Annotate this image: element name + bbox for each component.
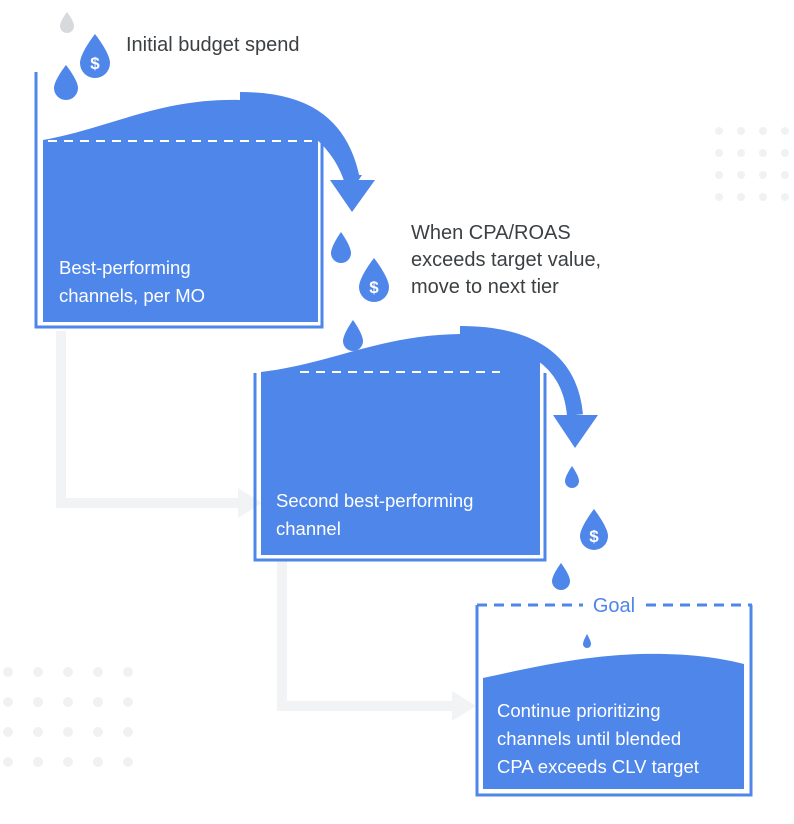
curved-arrow-icon bbox=[459, 326, 598, 448]
water-drop-icon bbox=[331, 232, 351, 263]
dollar-sign: $ bbox=[90, 54, 100, 73]
dot-grid-right bbox=[715, 127, 789, 201]
tier2-bucket bbox=[253, 334, 547, 562]
goal-label: Goal bbox=[593, 595, 635, 617]
tier3-bucket bbox=[475, 603, 753, 797]
tier2-water bbox=[261, 334, 540, 555]
tier3-label-line2: channels until blended bbox=[497, 728, 681, 749]
tier1-label-line1: Best-performing bbox=[59, 257, 191, 278]
condition-label-line1: When CPA/ROAS bbox=[411, 222, 571, 244]
connector-arrowhead-2 bbox=[452, 691, 476, 721]
water-drop-icon bbox=[552, 563, 570, 590]
water-drop-icon bbox=[60, 12, 74, 33]
tier3-water bbox=[483, 653, 744, 789]
tier1-water bbox=[43, 99, 318, 322]
condition-label-line2: exceeds target value, bbox=[411, 249, 601, 271]
initial-spend-label: Initial budget spend bbox=[126, 34, 299, 56]
connector-arrowhead-1 bbox=[238, 488, 262, 518]
tier3-label-line1: Continue prioritizing bbox=[497, 700, 661, 721]
tier2-label-line1: Second best-performing bbox=[276, 490, 473, 511]
curved-arrow-icon bbox=[239, 92, 375, 212]
connector-tier1-to-tier2 bbox=[56, 331, 238, 508]
dollar-drop-icon: $ bbox=[359, 258, 389, 302]
dollar-sign: $ bbox=[369, 278, 379, 297]
tier1-label-line2: channels, per MO bbox=[59, 285, 205, 306]
tier3-label-line3: CPA exceeds CLV target bbox=[497, 756, 699, 777]
dollar-sign: $ bbox=[589, 527, 599, 546]
dollar-drop-icon: $ bbox=[580, 509, 608, 550]
condition-label-line3: move to next tier bbox=[411, 276, 559, 298]
dot-grid-left bbox=[3, 667, 133, 767]
water-drop-icon bbox=[54, 65, 78, 100]
tier2-label-line2: channel bbox=[276, 518, 341, 539]
dollar-drop-icon: $ bbox=[80, 34, 110, 78]
water-drop-icon bbox=[565, 466, 579, 488]
water-drop-icon bbox=[343, 320, 363, 351]
water-drop-icon bbox=[583, 634, 591, 648]
connector-tier2-to-tier3 bbox=[277, 561, 452, 711]
